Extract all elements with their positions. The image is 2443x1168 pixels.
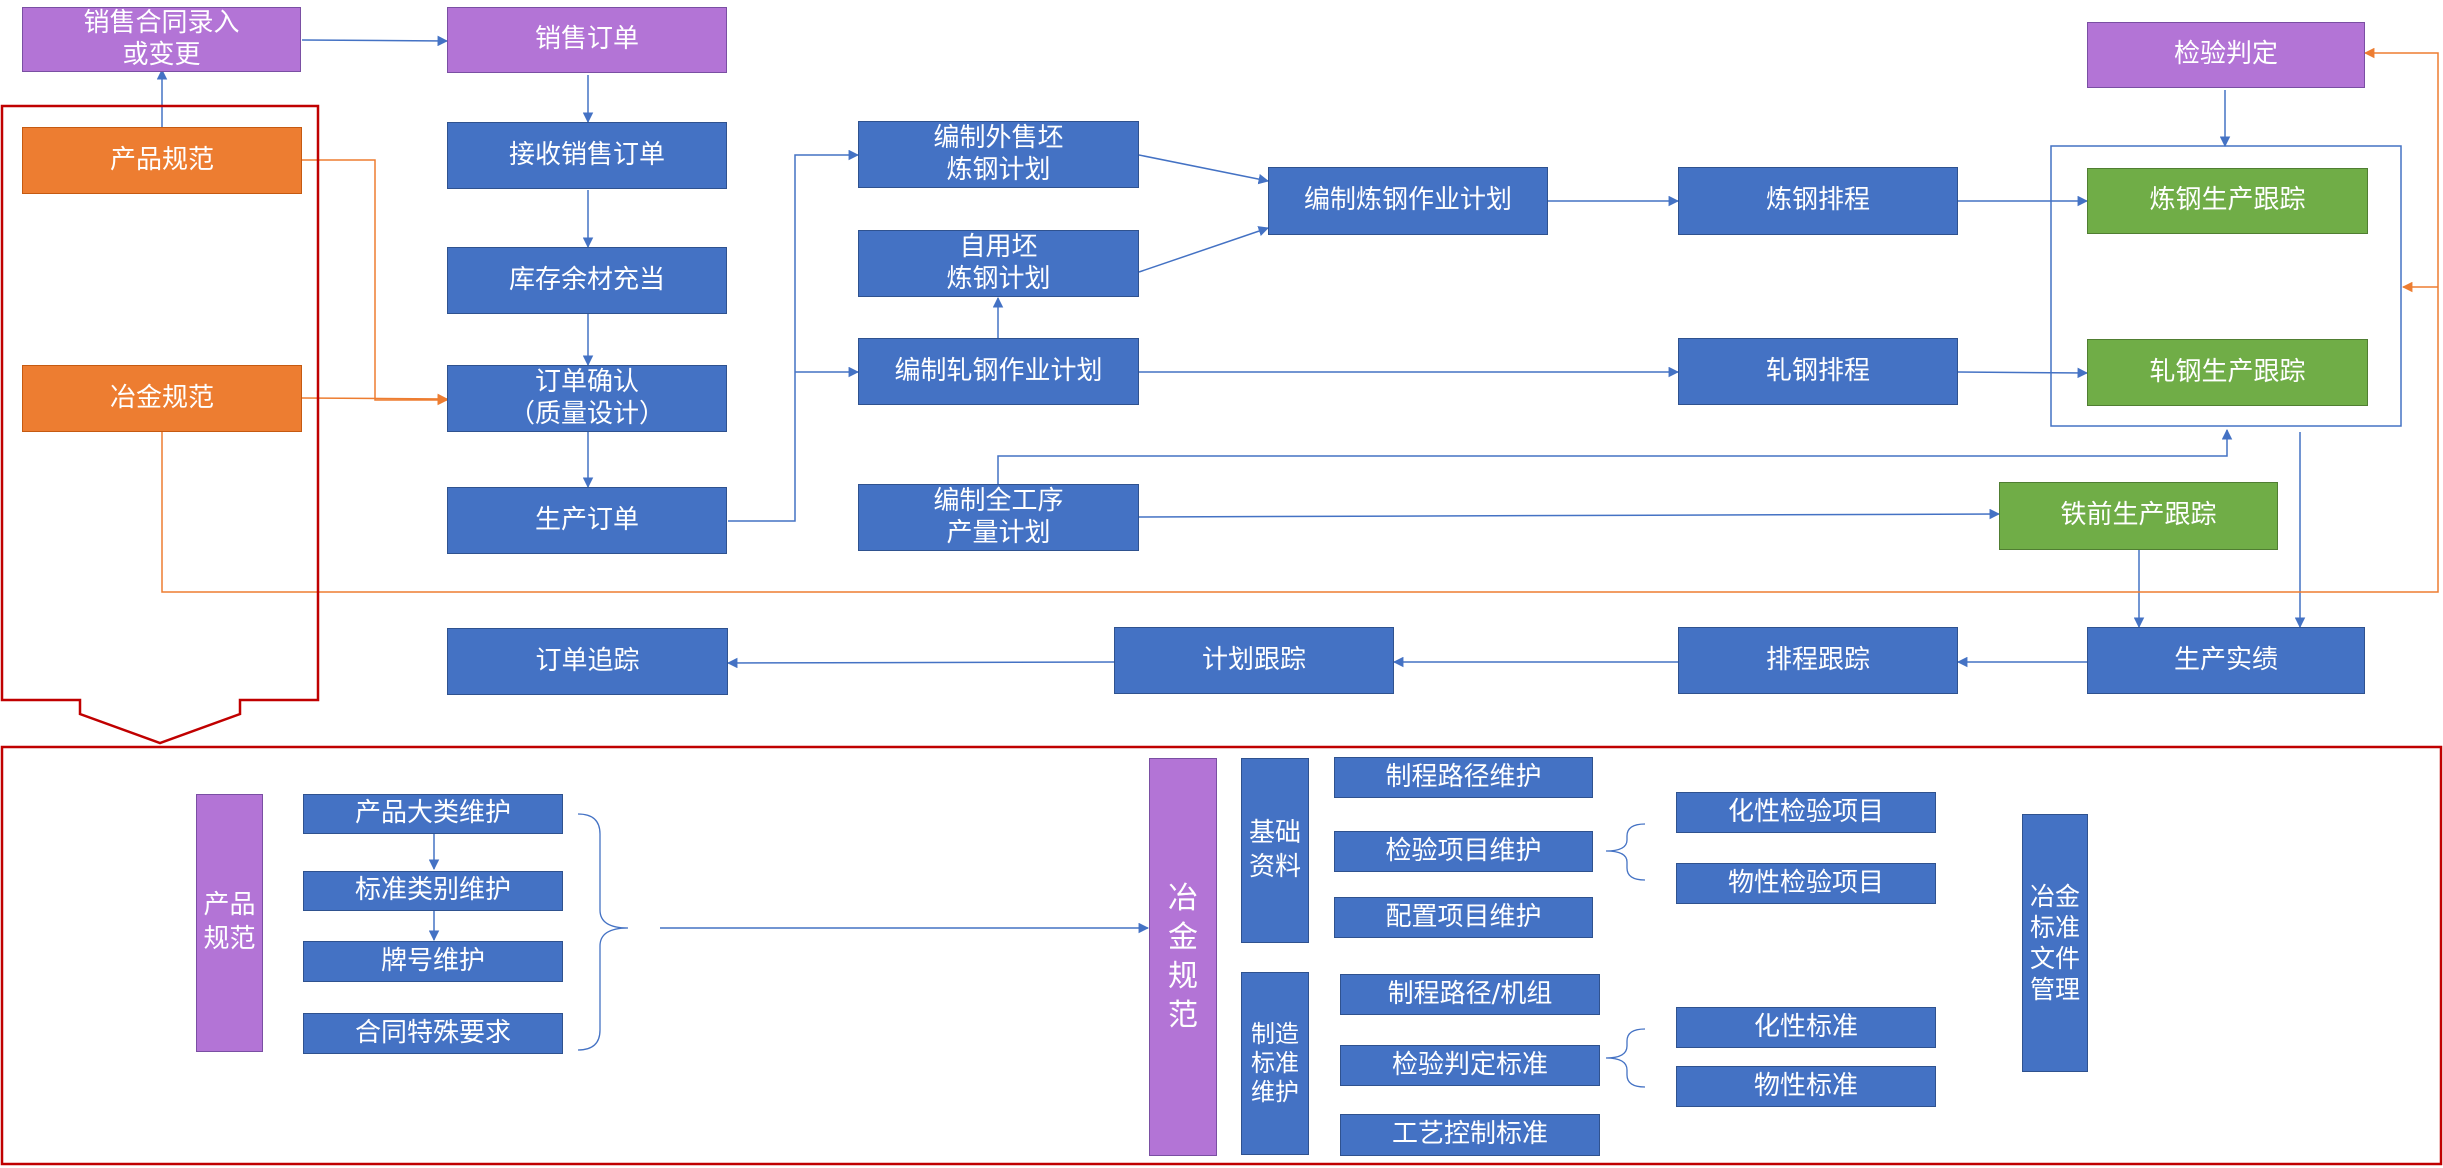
product-item: 标准类别维护: [303, 871, 563, 911]
brace-product: [577, 813, 629, 1051]
basic-item: 制程路径维护: [1334, 757, 1593, 798]
arrow-plan-to-ordertrack: [726, 657, 1115, 669]
arrow-outsale-to-smplan: [1138, 154, 1270, 185]
rolling-plan: 编制轧钢作业计划: [858, 338, 1139, 405]
arrow-metallurgy-loop-to-inspection: [161, 47, 2439, 593]
mfg-item: 工艺控制标准: [1340, 1114, 1600, 1156]
product-item: 合同特殊要求: [303, 1013, 563, 1054]
arrow-fullplan-to-group: [997, 428, 2233, 484]
rolling-schedule: 轧钢排程: [1678, 338, 1958, 405]
mfg-item: 检验判定标准: [1340, 1045, 1600, 1086]
metallurgy-spec-title: 冶金规范: [1149, 758, 1217, 1156]
rolling-tracking: 轧钢生产跟踪: [2087, 339, 2368, 406]
inventory-fill: 库存余材充当: [447, 247, 727, 314]
order-confirm: 订单确认 （质量设计）: [447, 365, 727, 432]
mfg-item: 制程路径/机组: [1340, 974, 1600, 1015]
arrow-contract-to-order: [301, 35, 449, 47]
full-process-plan: 编制全工序 产量计划: [858, 484, 1139, 551]
order-tracking: 订单追踪: [447, 628, 728, 695]
product-spec-title: 产品规范: [196, 794, 263, 1052]
arrow-self-to-smplan: [1138, 226, 1269, 273]
product-item: 牌号维护: [303, 941, 563, 982]
spec-callout-frame: [0, 104, 320, 745]
arrow-fullplan-to-preiron: [1138, 508, 2001, 520]
outsale-billet-plan: 编制外售坯 炼钢计划: [858, 121, 1139, 188]
inspection-judgement: 检验判定: [2087, 22, 2365, 88]
schedule-tracking: 排程跟踪: [1678, 627, 1958, 694]
product-item: 产品大类维护: [303, 794, 563, 834]
sales-contract-entry: 销售合同录入 或变更: [22, 7, 301, 72]
metallurgy-spec-box: 冶金规范: [22, 365, 302, 432]
standard-item: 物性标准: [1676, 1066, 1936, 1107]
brace-standard: [1605, 1028, 1646, 1088]
sales-order: 销售订单: [447, 7, 727, 73]
pre-iron-tracking: 铁前生产跟踪: [1999, 482, 2278, 550]
standard-doc-mgmt: 冶金标准文件管理: [2022, 814, 2088, 1072]
steelmaking-tracking: 炼钢生产跟踪: [2087, 168, 2368, 234]
inspection-item: 化性检验项目: [1676, 792, 1936, 833]
receive-sales-order: 接收销售订单: [447, 122, 727, 189]
basic-data-title: 基础资料: [1241, 758, 1309, 943]
basic-item: 检验项目维护: [1334, 831, 1593, 872]
arrow-rollsched-to-rolltrack: [1957, 367, 2089, 379]
arrow-metallurgy-spec-to-confirm: [301, 393, 449, 405]
standard-item: 化性标准: [1676, 1007, 1936, 1048]
arrow-prod-to-outsale: [728, 149, 860, 522]
steelmaking-plan: 编制炼钢作业计划: [1268, 167, 1548, 235]
basic-item: 配置项目维护: [1334, 897, 1593, 938]
mfg-standard-title: 制造标准维护: [1241, 972, 1309, 1155]
arrow-product-spec-to-confirm: [302, 159, 449, 406]
production-results: 生产实绩: [2087, 627, 2365, 694]
inspection-item: 物性检验项目: [1676, 863, 1936, 904]
self-billet-plan: 自用坯 炼钢计划: [858, 230, 1139, 297]
plan-tracking: 计划跟踪: [1114, 627, 1394, 694]
steelmaking-schedule: 炼钢排程: [1678, 167, 1958, 235]
spec-detail-frame: [0, 745, 2443, 1166]
tracking-group-frame: [2050, 145, 2402, 427]
production-order: 生产订单: [447, 487, 727, 554]
brace-inspection: [1605, 823, 1646, 881]
product-spec-box: 产品规范: [22, 127, 302, 194]
